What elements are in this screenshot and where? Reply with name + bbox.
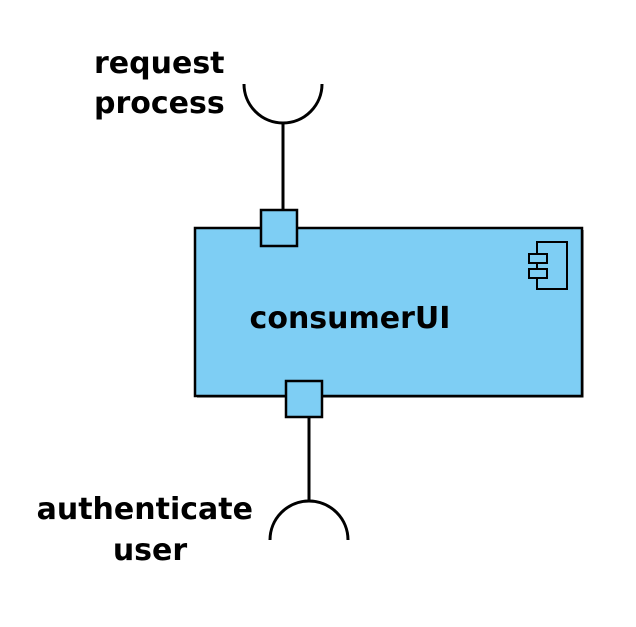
port-bottom[interactable]	[284, 379, 324, 419]
component-box[interactable]	[193, 226, 584, 398]
interface-label-authenticate-user: authenticate user	[37, 492, 264, 568]
interface-label-line: user	[113, 533, 188, 568]
interface-label-request-process: request process	[94, 46, 235, 121]
required-interface-socket-top	[242, 83, 324, 125]
interface-label-line: process	[94, 86, 225, 121]
port-top[interactable]	[259, 208, 299, 248]
interface-label-line: request	[94, 46, 225, 81]
required-interface-socket-bottom	[268, 499, 350, 541]
interface-label-line: authenticate	[37, 492, 253, 527]
uml-component-icon	[528, 241, 568, 290]
component-box-shadow	[197, 230, 584, 398]
component-name: consumerUI	[250, 301, 451, 336]
